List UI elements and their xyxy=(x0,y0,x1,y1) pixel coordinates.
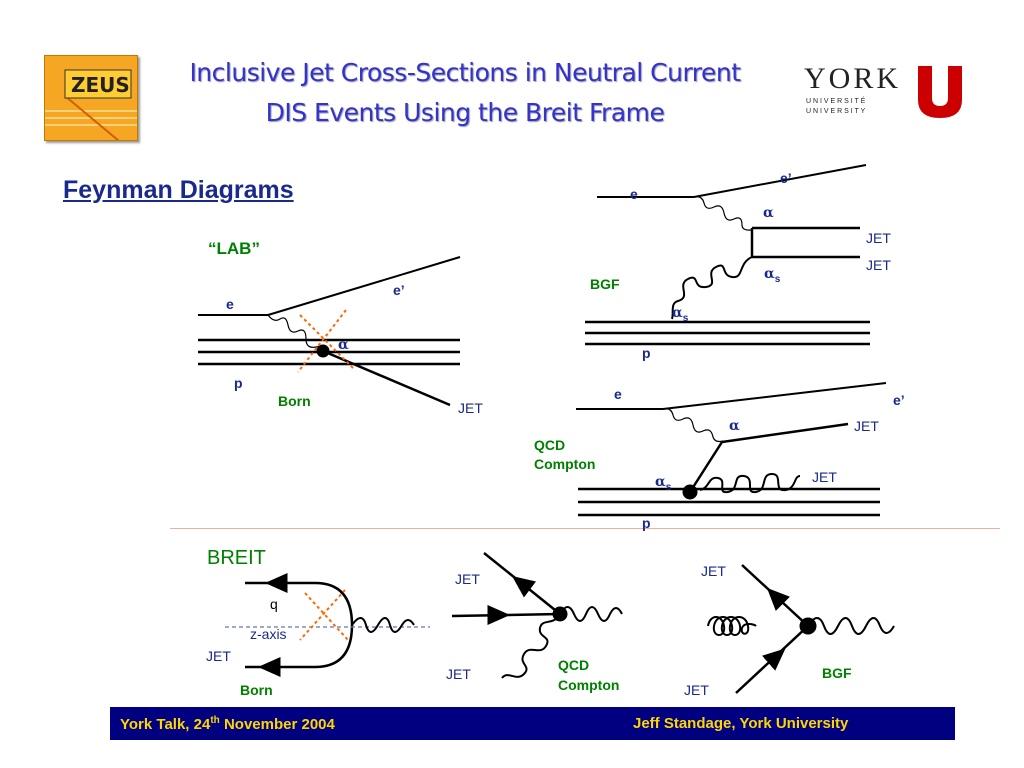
breit-qcdc-jet-top: JET xyxy=(455,571,480,587)
breit-bgf-label: BGF xyxy=(822,665,852,681)
bgf-alpha-label: α xyxy=(763,205,774,221)
footer-left-suffix: November 2004 xyxy=(219,716,335,733)
qcdc-alpha-label: α xyxy=(729,418,740,434)
qcdc-e-label: e xyxy=(614,386,622,402)
bgf-diagram xyxy=(585,164,870,346)
bgf-p-label: p xyxy=(642,345,651,361)
slide-title-line1: Inclusive Jet Cross-Sections in Neutral … xyxy=(189,58,741,87)
footer-left: York Talk, 24th November 2004 xyxy=(120,715,335,733)
zeus-logo-text: ZEUS xyxy=(71,73,130,97)
lab-p-label: p xyxy=(234,375,243,391)
qcdc-p-label: p xyxy=(642,515,651,531)
qcdc-eprime-label: e’ xyxy=(893,392,905,408)
bgf-alphas-sub: s xyxy=(774,273,781,285)
york-logo: YORK U N I V E R S I T É U N I V E R S I… xyxy=(800,62,965,122)
lab-alpha-label: α xyxy=(338,337,349,353)
breit-born-diagram xyxy=(225,573,430,677)
breit-q-label: q xyxy=(270,596,278,612)
breit-bgf-diagram xyxy=(707,564,895,694)
lab-title: “LAB” xyxy=(208,239,260,258)
york-logo-universite: U N I V E R S I T É xyxy=(806,98,866,105)
qcdc-diagram xyxy=(576,382,887,517)
breit-jet-label: JET xyxy=(206,648,231,664)
qcdc-jet2-label: JET xyxy=(812,469,837,485)
zeus-logo: ZEUS xyxy=(44,55,138,141)
bgf-process-label: BGF xyxy=(590,276,620,292)
breit-qcdc-line2: Compton xyxy=(558,677,620,693)
breit-title: BREIT xyxy=(207,547,266,569)
bgf-alphas2-sub: s xyxy=(682,312,689,324)
bgf-jet1-label: JET xyxy=(866,230,891,246)
bgf-alphas-symbol: α xyxy=(764,266,775,282)
footer-bar: York Talk, 24th November 2004 Jeff Stand… xyxy=(110,707,955,740)
qcdc-process-line2: Compton xyxy=(534,456,596,472)
bgf-alphas-label: αs xyxy=(764,265,780,285)
bgf-alphas2-label: αs xyxy=(672,304,688,324)
bgf-alphas2-symbol: α xyxy=(672,305,683,321)
bgf-jet2-label: JET xyxy=(866,257,891,273)
qcdc-alphas-label: αs xyxy=(655,473,671,493)
zeus-logo-graphic xyxy=(45,69,137,140)
breit-bgf-jet-top: JET xyxy=(701,563,726,579)
breit-qcdc-diagram xyxy=(451,552,623,679)
section-title: Feynman Diagrams xyxy=(63,176,294,204)
breit-bgf-jet-bottom: JET xyxy=(684,682,709,698)
york-logo-university: U N I V E R S I T Y xyxy=(806,108,866,115)
breit-qcdc-line1: QCD xyxy=(558,657,590,673)
bgf-eprime-label: e’ xyxy=(780,170,792,186)
lab-diagram xyxy=(198,256,461,407)
qcdc-alphas-symbol: α xyxy=(655,474,666,490)
qcdc-process-line1: QCD xyxy=(534,437,566,453)
york-u-mark xyxy=(918,66,962,118)
york-logo-text: YORK xyxy=(804,62,902,95)
breit-qcdc-jet-bottom: JET xyxy=(446,666,471,682)
separator-line xyxy=(170,528,1000,529)
footer-right: Jeff Standage, York University xyxy=(633,715,849,732)
footer-left-sup: th xyxy=(210,715,220,726)
lab-jet-label: JET xyxy=(458,400,483,416)
breit-born-label: Born xyxy=(240,682,273,698)
lab-e-label: e xyxy=(226,296,234,312)
qcdc-jet1-label: JET xyxy=(854,418,879,434)
lab-born-label: Born xyxy=(278,393,311,409)
footer-left-prefix: York Talk, 24 xyxy=(120,716,211,733)
slide-title-line2: DIS Events Using the Breit Frame xyxy=(265,98,665,127)
lab-eprime-label: e’ xyxy=(393,282,405,298)
breit-zaxis-label: z-axis xyxy=(250,626,287,642)
qcdc-alphas-sub: s xyxy=(665,481,672,493)
bgf-e-label: e xyxy=(630,186,638,202)
